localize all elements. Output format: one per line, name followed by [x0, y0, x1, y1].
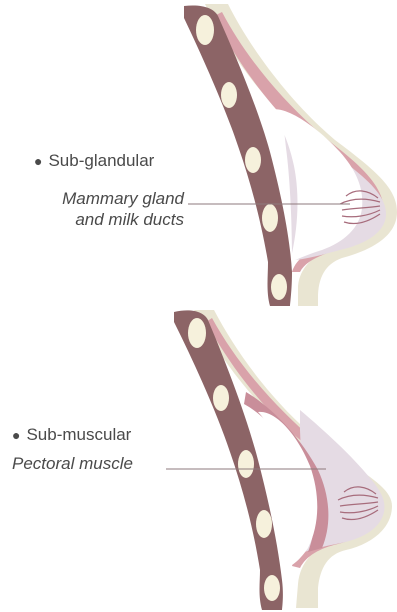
- pectoral-muscle-callout: Pectoral muscle: [12, 453, 133, 474]
- sub-muscular-label: ● Sub-muscular: [12, 424, 131, 446]
- mammary-gland-line2: and milk ducts: [62, 209, 184, 230]
- mammary-gland-line1: Mammary gland: [62, 188, 184, 209]
- bullet-icon: ●: [12, 427, 20, 443]
- mammary-gland-callout: Mammary gland and milk ducts: [62, 188, 184, 230]
- sub-glandular-text: Sub-glandular: [48, 151, 154, 170]
- sub-glandular-label: ● Sub-glandular: [34, 150, 154, 172]
- sub-muscular-text: Sub-muscular: [26, 425, 131, 444]
- bullet-icon: ●: [34, 153, 42, 169]
